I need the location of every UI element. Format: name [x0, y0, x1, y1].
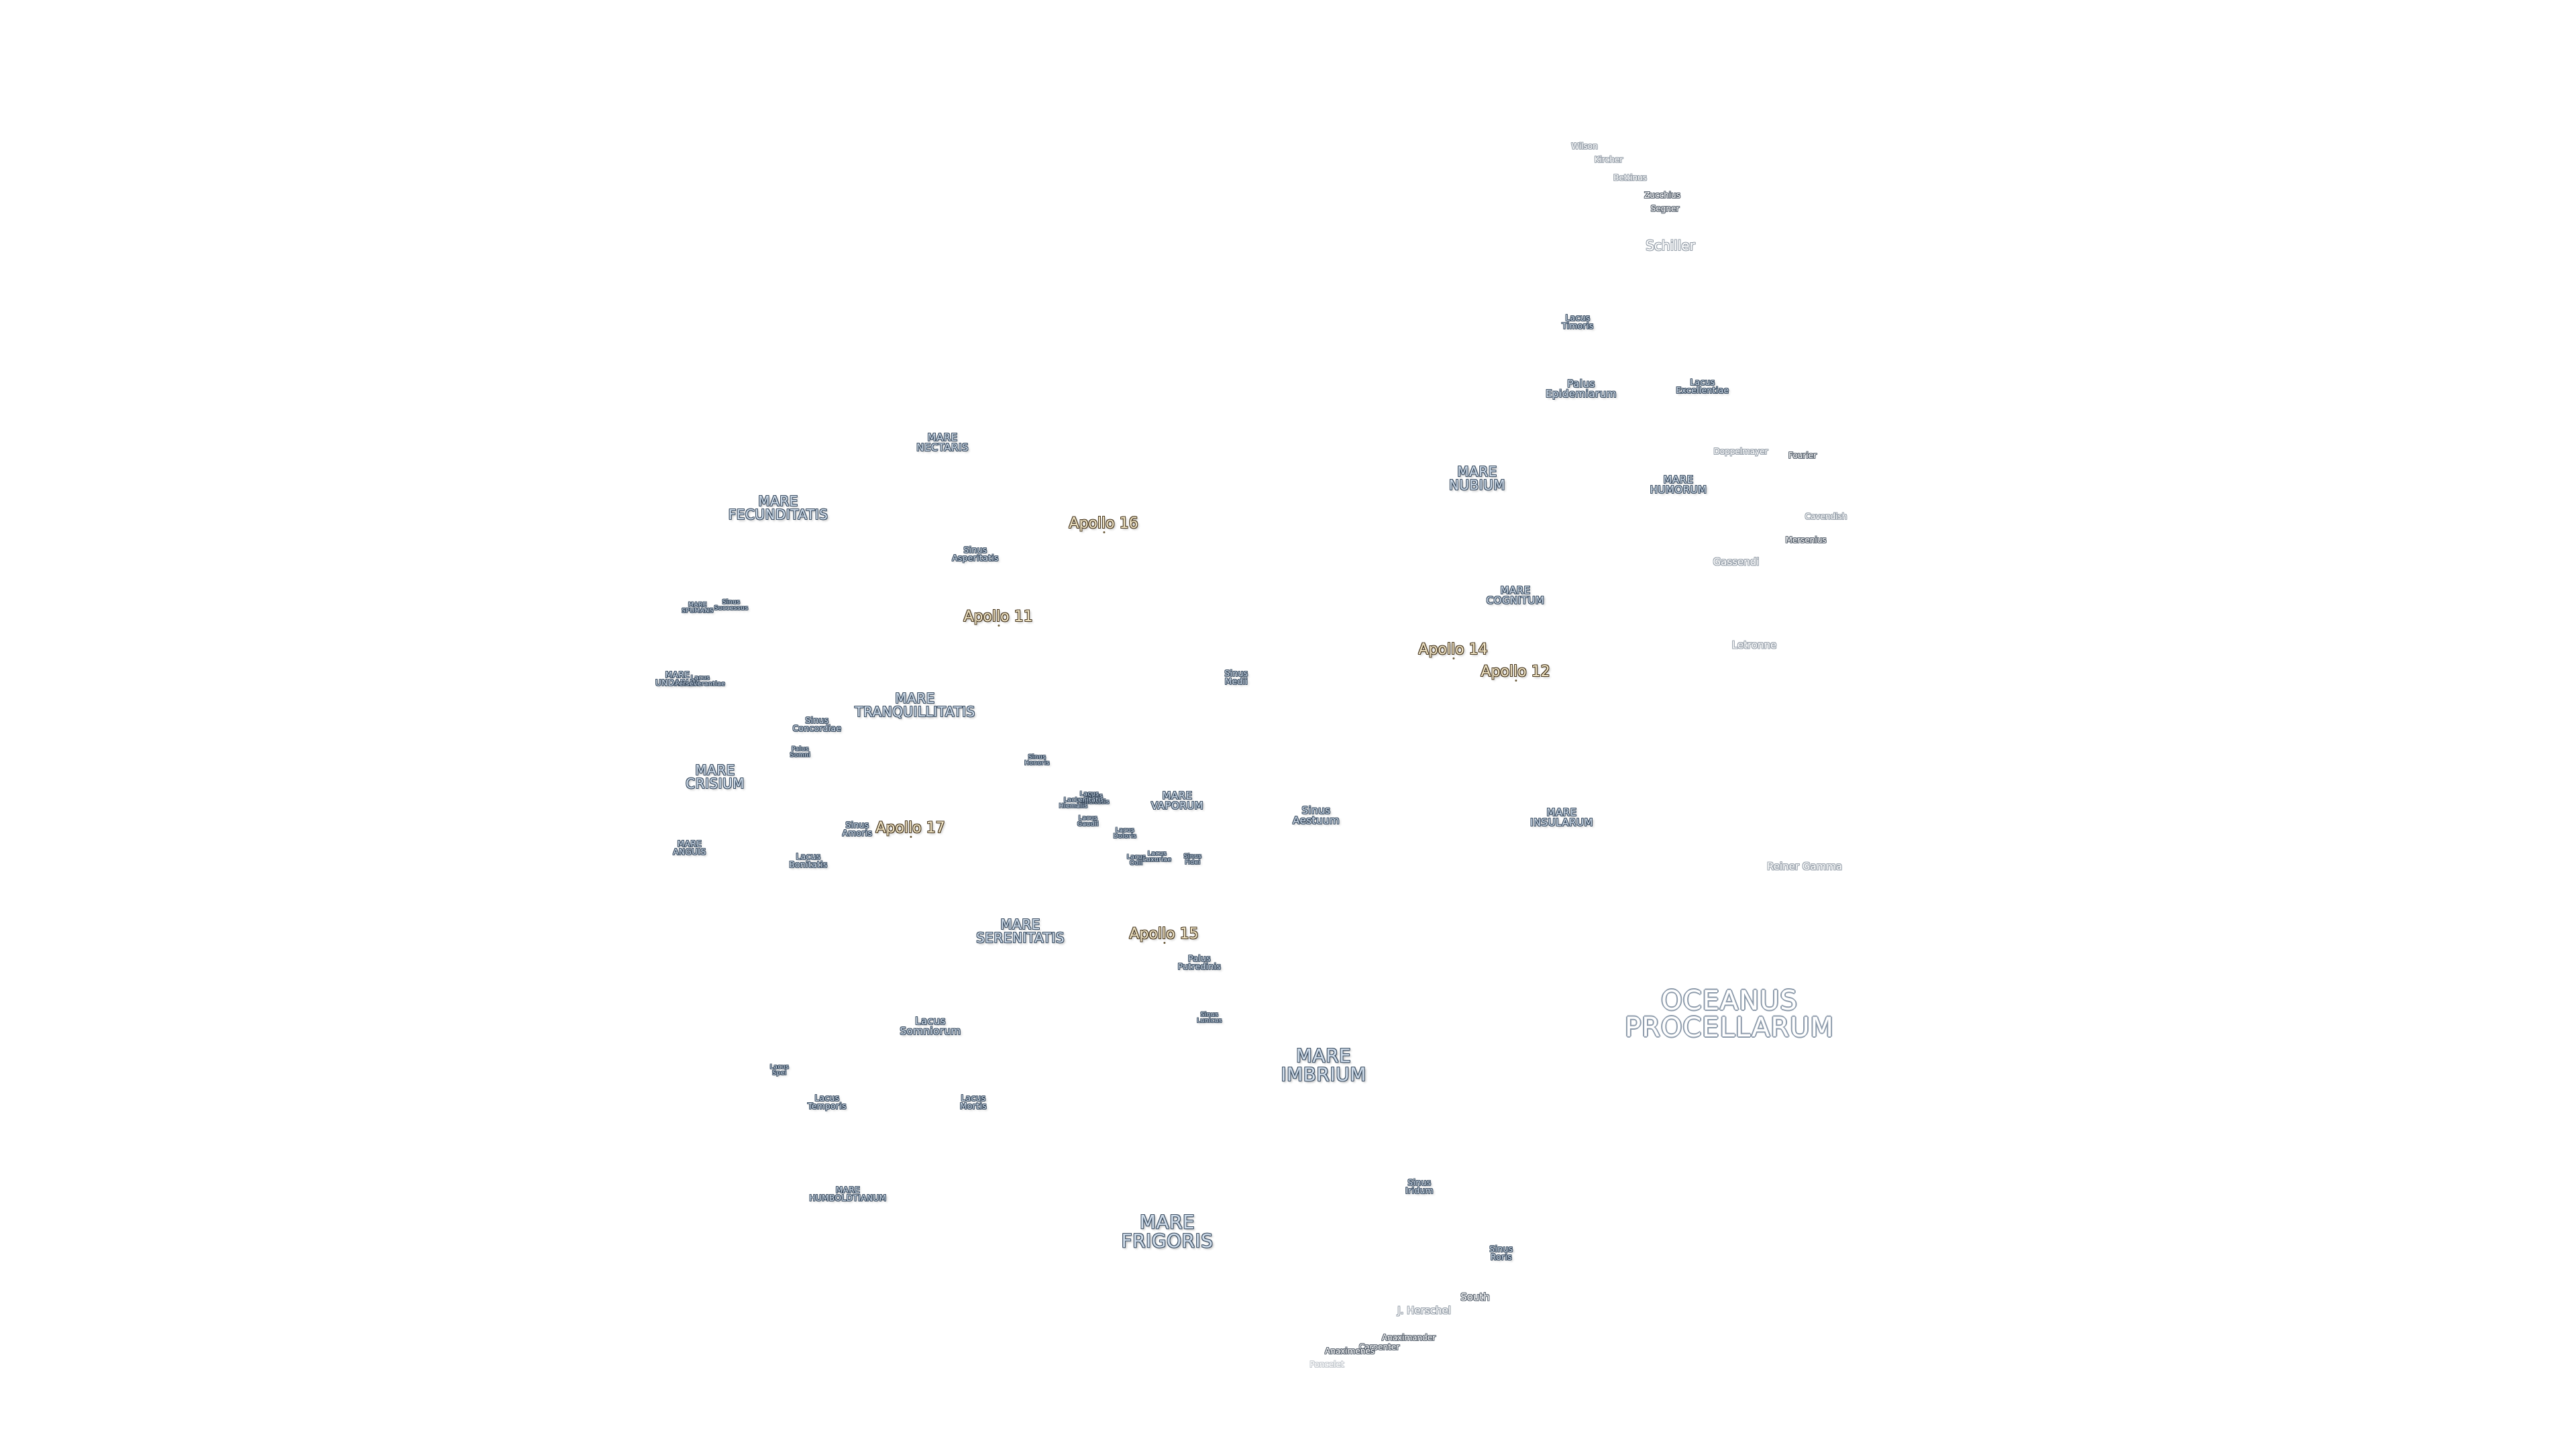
mare-frigoris-label: MARE FRIGORIS: [1121, 1211, 1214, 1252]
mare-imbrium-label: MARE IMBRIUM: [1281, 1044, 1366, 1085]
lacus-luxuriae-label: Lacus Luxuriae: [1142, 851, 1172, 863]
mare-undarum-label: MARE UNDARUM: [655, 670, 700, 688]
apollo-11-label: Apollo 11: [963, 608, 1033, 625]
landing-site-marker: [1163, 942, 1165, 944]
apollo-15-site[interactable]: Apollo 15: [1129, 926, 1199, 944]
mare-humboldtianum-label: MARE HUMBOLDTIANUM: [809, 1185, 887, 1203]
apollo-17-site[interactable]: Apollo 17: [875, 820, 945, 838]
lacus-doloris-label: Lacus Doloris: [1113, 827, 1137, 840]
apollo-14-label: Apollo 14: [1418, 641, 1488, 658]
mare-fecunditatis-label: MARE FECUNDITATIS: [728, 493, 828, 523]
palus-epidemiarum-label: Palus Epidemiarum: [1546, 378, 1617, 400]
apollo-11-site[interactable]: Apollo 11: [963, 608, 1033, 627]
mare-vaporum-label: MARE VAPORUM: [1150, 790, 1204, 812]
sinus-lunicus-label: Sinus Lunicus: [1197, 1012, 1222, 1024]
palus-somni-label: Palus Somni: [790, 746, 811, 759]
mare-spumans-label: MARE SPUMANS: [682, 602, 714, 614]
crater-schiller-label: Schiller: [1646, 237, 1695, 254]
lacus-mortis-label: Lacus Mortis: [960, 1093, 987, 1111]
crater-bettinus-label: Bettinus: [1613, 173, 1647, 182]
sinus-iridum-label: Sinus Iridum: [1405, 1178, 1434, 1195]
mare-nubium-label: MARE NUBIUM: [1448, 464, 1506, 493]
crater-reiner-gamma-label: Reiner Gamma: [1766, 860, 1843, 873]
palus-putredinis-label: Palus Putredinis: [1177, 954, 1222, 971]
landing-site-marker: [1515, 680, 1517, 682]
lacus-somniorum-label: Lacus Somniorum: [900, 1015, 961, 1037]
apollo-15-label: Apollo 15: [1129, 926, 1199, 943]
apollo-17-label: Apollo 17: [875, 820, 945, 837]
crater-wilson-label: Wilson: [1571, 142, 1598, 151]
crater-south-label: South: [1460, 1291, 1490, 1303]
crater-carpenter-label: Carpenter: [1358, 1342, 1400, 1352]
lacus-gaudii-label: Lacus Gaudii: [1077, 815, 1099, 828]
crater-cavendish-label: Cavendish: [1805, 512, 1847, 521]
sinus-successus-label: Sinus Successus: [714, 599, 749, 612]
mare-nectaris-label: MARE NECTARIS: [916, 431, 969, 453]
apollo-14-site[interactable]: Apollo 14: [1418, 641, 1488, 659]
landing-site-marker: [1103, 531, 1105, 533]
landing-site-marker: [1452, 657, 1454, 659]
crater-poncelet-label: Poncelet: [1309, 1360, 1344, 1369]
lacus-excellentiae-label: Lacus Excellentiae: [1676, 378, 1729, 395]
landing-site-marker: [998, 625, 1000, 627]
mare-tranquillitatis-label: MARE TRANQUILLITATIS: [855, 690, 975, 720]
lacus-felicitatis-label: Lacus Felicitatis: [1077, 793, 1110, 806]
sinus-asperitatis-label: Sinus Asperitatis: [952, 545, 999, 563]
crater-anaximander-label: Anaximander: [1381, 1333, 1436, 1342]
oceanus-procellarum-label: OCEANUS PROCELLARUM: [1624, 985, 1835, 1043]
sinus-medii-label: Sinus Medii: [1224, 669, 1248, 686]
lacus-odii-label: Lacus Odii: [1126, 854, 1146, 867]
mare-insularum-label: MARE INSULARUM: [1530, 806, 1593, 828]
sinus-amoris-label: Sinus Amoris: [842, 820, 873, 838]
crater-segner-label: Segner: [1650, 204, 1680, 213]
crater-anaximenes-label: Anaximenes: [1325, 1346, 1375, 1356]
crater-kircher-label: Kircher: [1594, 155, 1623, 164]
sinus-fidei-label: Sinus Fidei: [1183, 853, 1202, 866]
apollo-12-site[interactable]: Apollo 12: [1481, 663, 1550, 682]
sinus-concordiae-label: Sinus Concordiae: [792, 716, 842, 733]
sinus-roris-label: Sinus Roris: [1489, 1244, 1513, 1262]
lacus-timoris-label: Lacus Timoris: [1562, 313, 1594, 331]
lacus-bonitatis-label: Lacus Bonitatis: [789, 852, 828, 869]
lacus-perseverantiae-label: Lacus Perseverantiae: [675, 675, 726, 688]
crater-zucchius-label: Zucchius: [1644, 191, 1680, 200]
mare-humorum-label: MARE HUMORUM: [1650, 474, 1707, 496]
crater-letronne-label: Letronne: [1731, 639, 1777, 651]
landing-site-marker: [910, 836, 912, 838]
lacus-lenitatis-label: Lacus Lenitatis: [1075, 791, 1104, 804]
mare-serenitatis-label: MARE SERENITATIS: [976, 916, 1065, 946]
crater-gassendi-label: Gassendi: [1713, 555, 1760, 568]
mare-crisium-label: MARE CRISIUM: [686, 762, 745, 792]
mare-anguis-label: MARE ANGUIS: [673, 839, 706, 857]
lacus-spei-label: Lacus Spei: [769, 1064, 790, 1077]
sinus-honoris-label: Sinus Honoris: [1024, 754, 1050, 767]
apollo-12-label: Apollo 12: [1481, 663, 1550, 680]
lacus-hiemalis-label: Lacus Hiemalis: [1059, 797, 1088, 810]
lacus-temporis-label: Lacus Temporis: [808, 1093, 847, 1111]
crater-doppelmayer-label: Doppelmayer: [1713, 447, 1768, 456]
crater-mersenius-label: Mersenius: [1785, 535, 1827, 545]
sinus-aestuum-label: Sinus Aestuum: [1292, 804, 1340, 826]
crater-fourier-label: Fourier: [1788, 451, 1817, 460]
apollo-16-site[interactable]: Apollo 16: [1069, 515, 1138, 533]
apollo-16-label: Apollo 16: [1069, 515, 1138, 532]
mare-cognitum-label: MARE COGNITUM: [1486, 584, 1545, 606]
crater-j-herschel-label: J. Herschel: [1397, 1304, 1451, 1317]
